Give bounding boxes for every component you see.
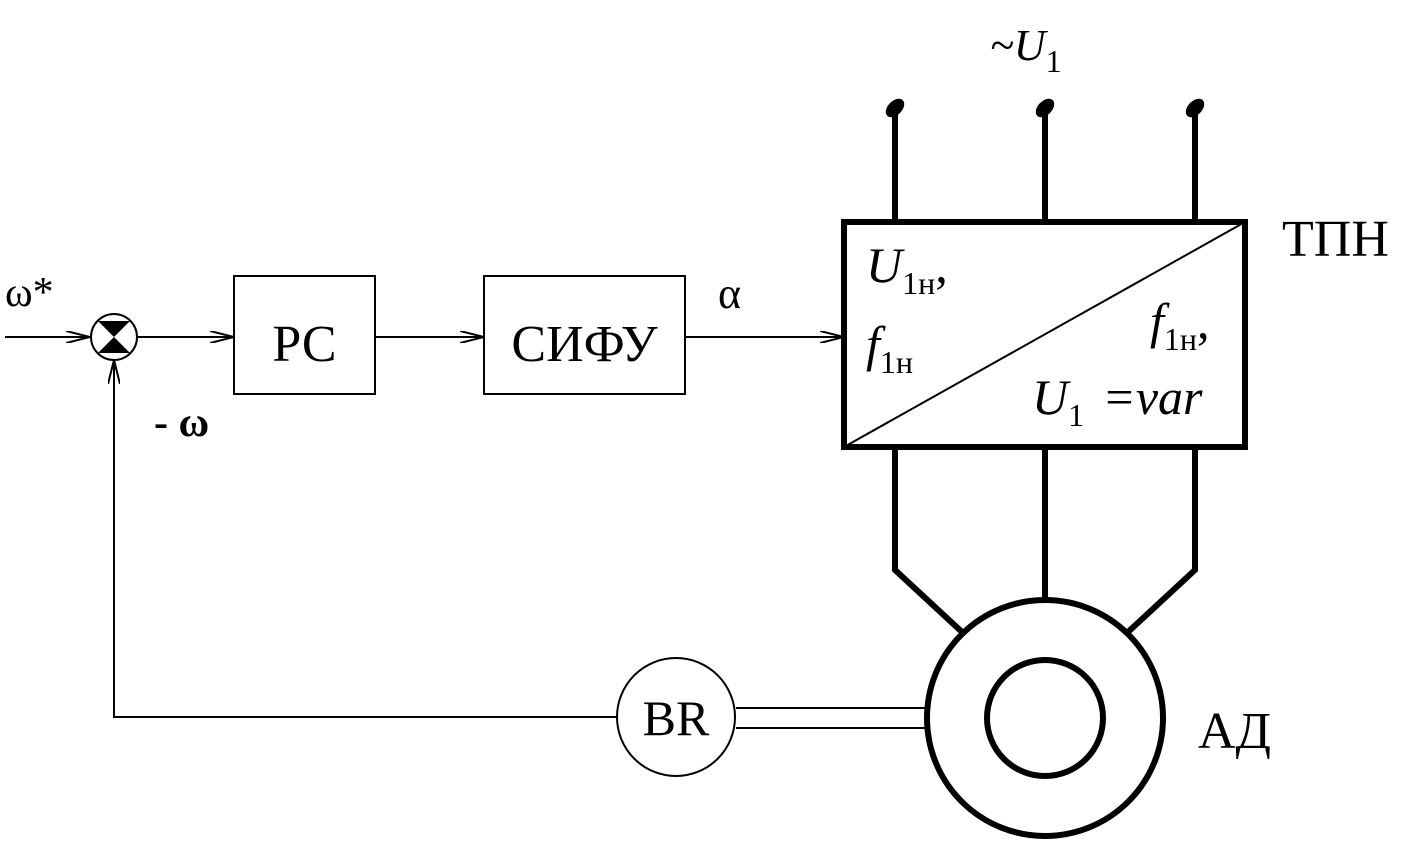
motor-ad [924,597,1166,839]
sifu-label: СИФУ [511,316,657,373]
supply-label: ~U1 [990,21,1062,79]
sifu-block [483,275,686,395]
rs-block [233,275,376,395]
feedback-label: - ω [154,400,209,446]
tpn-input-voltage: U1н, [866,237,948,301]
alpha-label: α [718,269,741,318]
motor-label: АД [1198,703,1271,760]
summing-junction [90,313,138,361]
rs-label: РС [272,316,336,373]
tpn-output-voltage: U1=var [1032,369,1203,433]
setpoint-label: ω* [5,270,54,316]
tpn-label: ТПН [1282,211,1389,268]
tachogenerator-label: BR [643,690,710,746]
feedback-line [114,360,617,718]
supply-terminals [885,98,1205,222]
shaft [736,707,927,729]
tpn-diagonal [843,221,1246,448]
motor-supply-lines [892,447,1198,635]
